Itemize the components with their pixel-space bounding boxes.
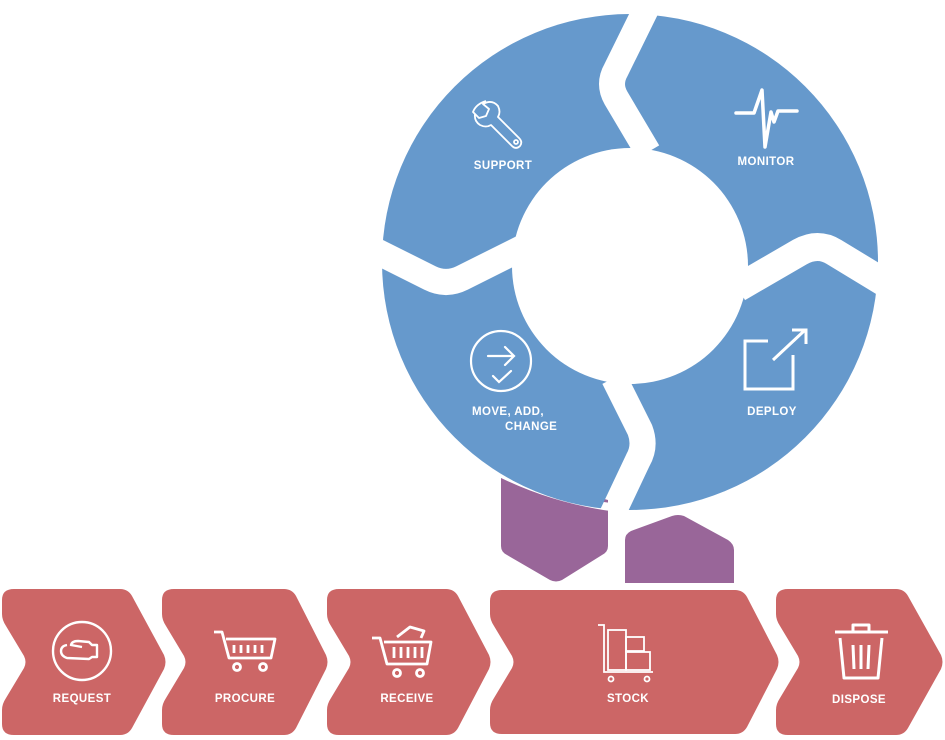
segment-label-move-add-change-1: MOVE, ADD,	[472, 406, 544, 418]
stage-request[interactable]	[2, 589, 166, 735]
stage-procure[interactable]	[162, 589, 328, 735]
stage-stock[interactable]	[490, 590, 779, 734]
trash-can-icon	[835, 623, 888, 680]
shopping-cart-icon	[214, 630, 277, 672]
stage-label-dispose: DISPOSE	[832, 694, 886, 706]
stage-label-stock: STOCK	[606, 693, 650, 705]
stage-receive[interactable]	[327, 589, 491, 735]
hand-truck-icon	[598, 624, 653, 683]
segment-label-move-add-change-2: CHANGE	[505, 421, 558, 433]
stage-label-receive: RECEIVE	[380, 693, 434, 705]
pipeline	[2, 589, 943, 735]
connector-right	[625, 515, 734, 583]
stage-label-request: REQUEST	[52, 693, 112, 705]
segment-label-monitor: MONITOR	[737, 156, 795, 168]
heartbeat-icon	[734, 88, 799, 149]
cart-with-box-icon	[372, 625, 433, 678]
segment-label-deploy: DEPLOY	[747, 406, 797, 418]
wrench-icon	[472, 100, 523, 149]
arrow-check-circle-icon	[469, 329, 533, 393]
segment-label-support: SUPPORT	[473, 160, 533, 172]
hand-circle-icon	[51, 620, 113, 682]
stage-label-procure: PROCURE	[214, 693, 276, 705]
external-link-icon	[743, 328, 808, 391]
stage-dispose[interactable]	[776, 589, 943, 735]
cycle-ring	[382, 14, 878, 510]
